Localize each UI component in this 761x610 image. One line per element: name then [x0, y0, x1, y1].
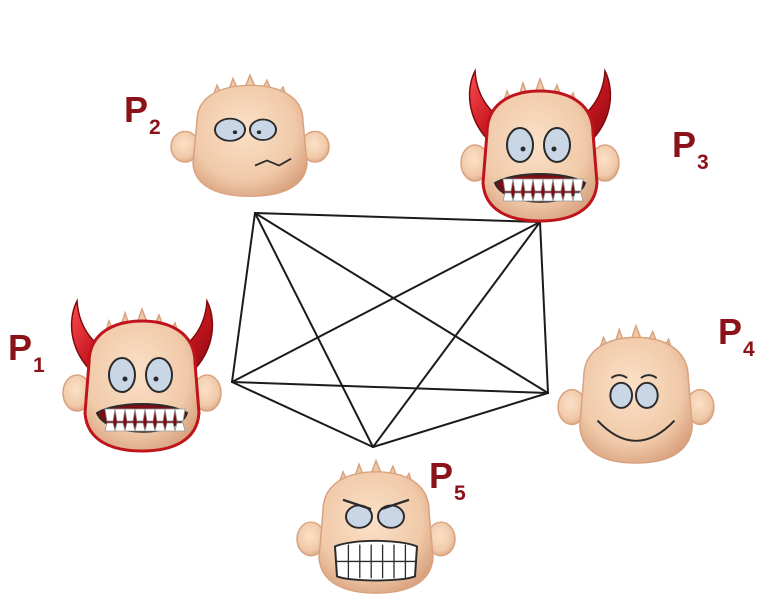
label-p2: P2 [124, 92, 161, 128]
label-p3: P3 [672, 127, 709, 163]
eye-right-p1 [146, 358, 172, 392]
edge-p3-p5 [373, 222, 540, 447]
head-p3 [461, 71, 619, 221]
eye-left-p3 [507, 128, 533, 162]
pupil-right-p1 [154, 377, 159, 382]
eye-right-p4 [636, 383, 658, 408]
eye-right-p2 [250, 119, 276, 139]
label-p1: P1 [8, 330, 45, 366]
edge-p3-p4 [540, 222, 548, 393]
edge-p1-p4 [232, 382, 548, 393]
label-p1-sub: 1 [33, 354, 45, 377]
edge-p1-p3 [232, 222, 540, 382]
eye-left-p2 [215, 119, 245, 141]
label-p2-sub: 2 [149, 116, 161, 139]
pupil-left-p2 [233, 130, 237, 134]
label-p3-sub: 3 [697, 151, 709, 174]
label-p5-sub: 5 [454, 482, 466, 505]
eye-right-p3 [544, 128, 570, 162]
pupil-right-p3 [552, 147, 557, 152]
edge-p2-p3 [255, 213, 540, 222]
pupil-left-p3 [521, 147, 526, 152]
head-p1 [63, 301, 221, 451]
label-p2-letter: P [124, 89, 148, 130]
edge-layer [232, 213, 548, 447]
pupil-left-p1 [123, 377, 128, 382]
edge-p1-p5 [232, 382, 373, 447]
eye-left-p4 [610, 383, 632, 408]
head-shape-p2 [193, 85, 307, 196]
label-p1-letter: P [8, 327, 32, 368]
edge-p4-p5 [373, 393, 548, 447]
face-layer [63, 71, 714, 593]
edge-p1-p2 [232, 213, 255, 382]
label-p5-letter: P [429, 455, 453, 496]
label-p4: P4 [718, 314, 755, 350]
head-p2 [171, 75, 329, 196]
label-p3-letter: P [672, 124, 696, 165]
label-p4-letter: P [718, 311, 742, 352]
eye-left-p1 [109, 358, 135, 392]
pupil-right-p2 [257, 130, 261, 134]
label-p5: P5 [429, 458, 466, 494]
label-p4-sub: 4 [743, 338, 755, 361]
head-p4 [558, 326, 714, 463]
